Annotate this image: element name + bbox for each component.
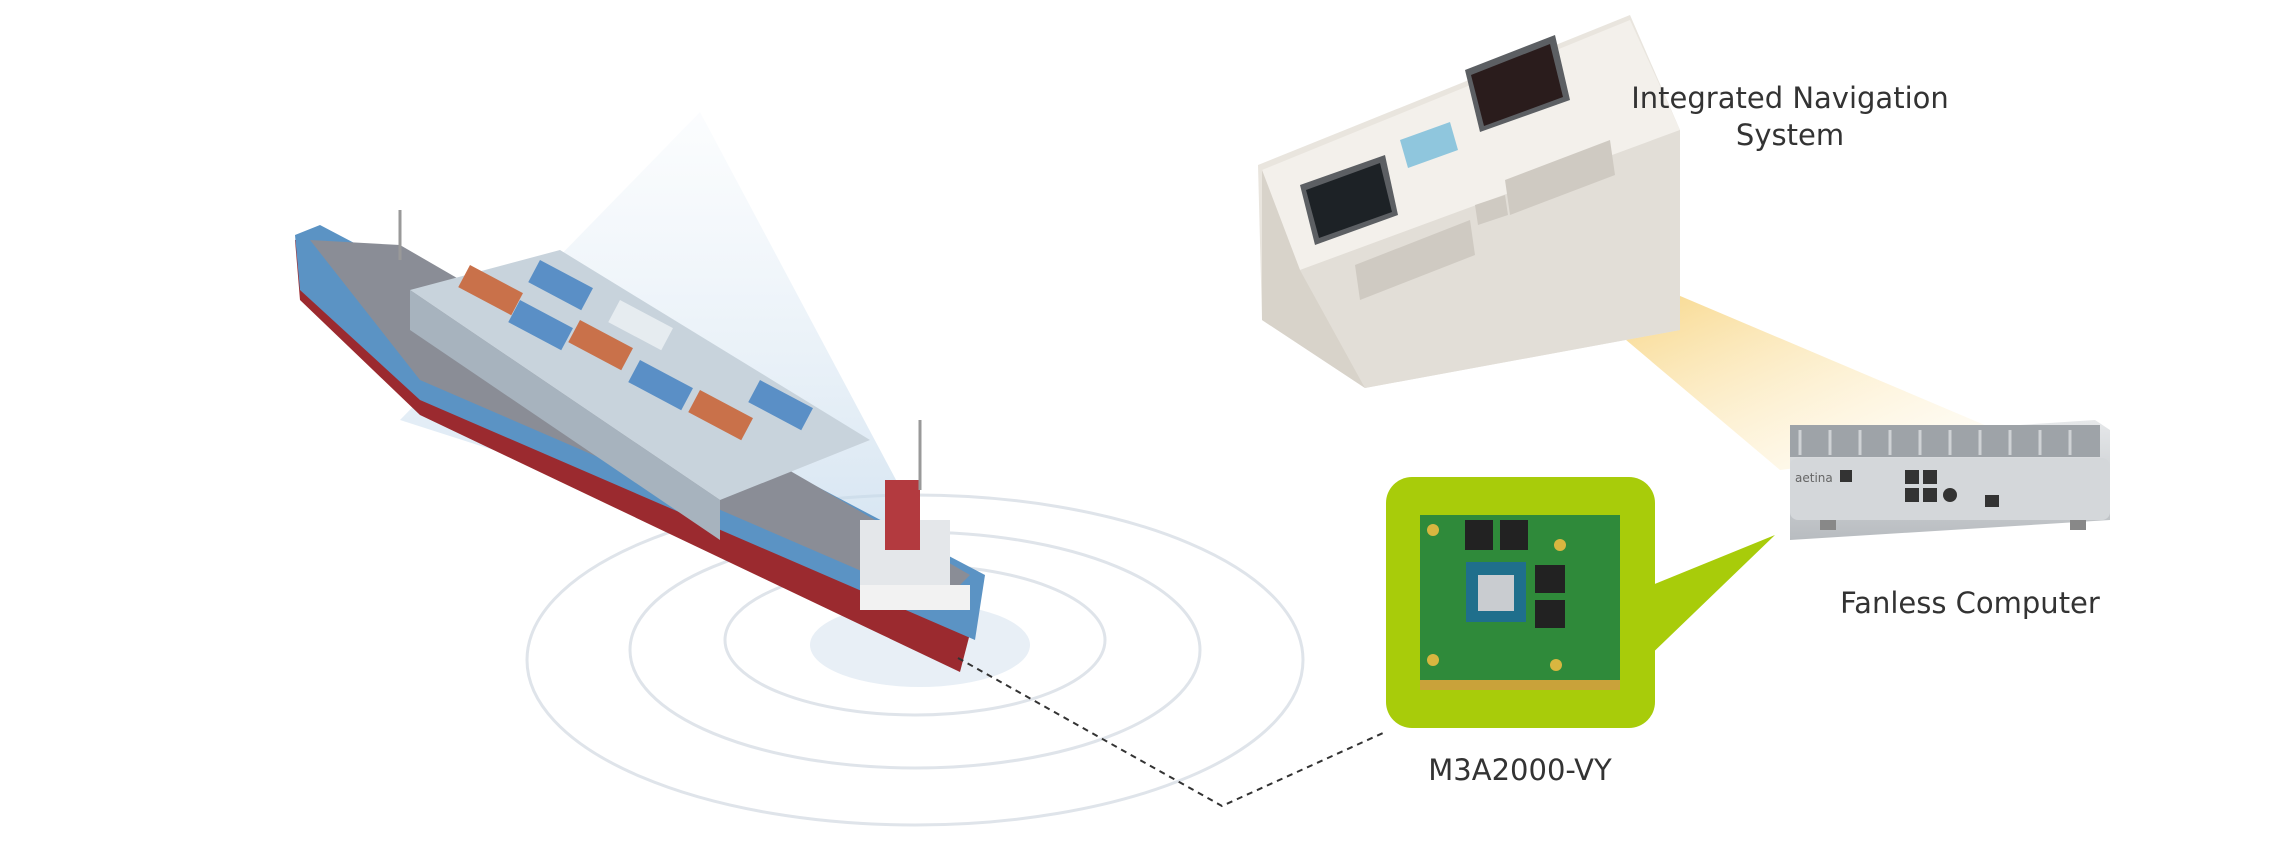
navigation-console-illustration <box>1258 15 1680 388</box>
label-module-m3a2000-vy: M3A2000-VY <box>1428 753 1612 787</box>
console-screen-center <box>1400 122 1458 168</box>
label-integrated-navigation-system: Integrated Navigation System <box>1631 81 1949 152</box>
callout-pointer <box>1640 535 1775 665</box>
container-ship-illustration <box>295 210 985 672</box>
fanless-brand-logo: aetina <box>1795 471 1833 485</box>
label-fanless-computer: Fanless Computer <box>1840 586 2100 620</box>
fanless-computer-illustration: aetina <box>1790 420 2110 540</box>
connector-dashed-line <box>957 657 1384 808</box>
m3a2000-module-board <box>1420 515 1620 690</box>
